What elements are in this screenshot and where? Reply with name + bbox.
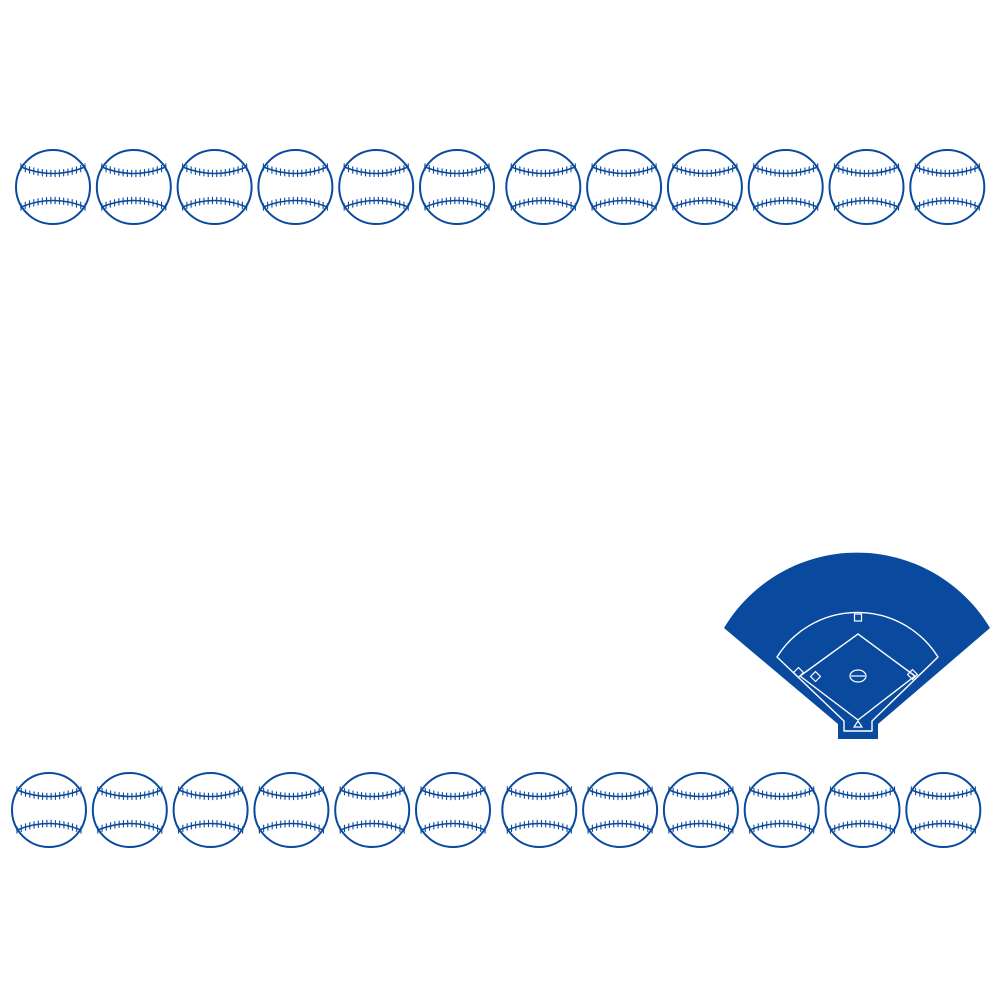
baseball-icon [176,149,253,225]
baseball-icon [419,149,495,225]
baseball-icon [334,772,411,848]
baseball-icon [662,772,739,848]
pitchers-mound-marker [849,669,867,683]
baseball-icon [505,149,582,225]
home-plate-marker [852,719,864,728]
baseball-icon [257,149,334,225]
first-base-marker [906,668,919,681]
baseball-icon [415,772,491,848]
baseball-row-top [15,149,986,225]
baseball-icon [743,772,820,848]
baseball-icon [15,149,91,225]
baseball-diamond-icon [724,552,990,739]
baseball-icon [172,772,249,848]
infield-diamond-line [799,633,916,721]
third-base-marker [809,670,822,683]
baseball-icon [747,149,824,225]
baseball-icon [905,772,982,848]
baseball-icon [828,149,905,225]
baseball-field-fan [724,552,990,739]
outfield-boundary-line [776,611,939,732]
baseball-icon [582,772,659,848]
baseball-icon [91,772,168,848]
baseball-icon [501,772,578,848]
second-base-marker [853,613,863,622]
baseball-icon [586,149,663,225]
baseball-row-bottom [11,772,982,848]
baseball-icon [253,772,330,848]
baseball-icon [11,772,87,848]
baseball-icon [666,149,743,225]
baseball-icon [909,149,986,225]
baseball-icon [824,772,901,848]
left-field-marker [792,666,805,679]
baseball-icon [95,149,172,225]
baseball-icon [338,149,415,225]
